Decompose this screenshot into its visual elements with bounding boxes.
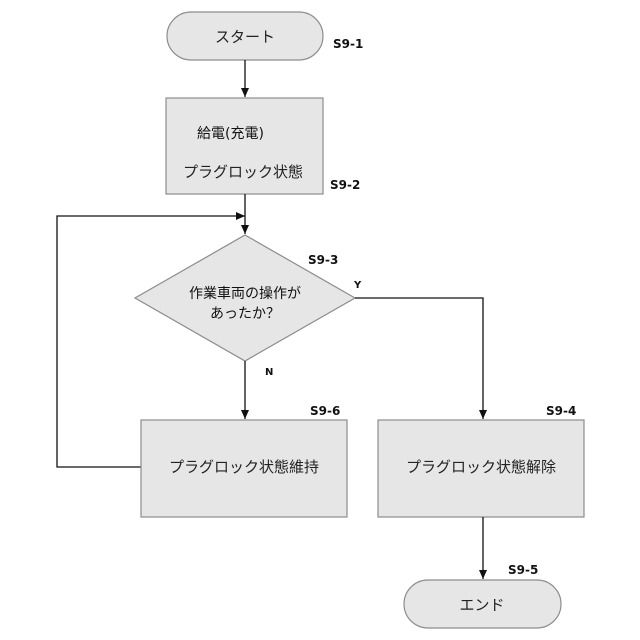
start-node: スタート xyxy=(167,12,323,60)
branch-label-no: N xyxy=(265,367,273,378)
step-label-s9-1: S9-1 xyxy=(333,37,363,51)
supply-label-line2: プラグロック状態 xyxy=(183,163,303,181)
end-node: エンド xyxy=(404,580,561,628)
start-label: スタート xyxy=(215,28,275,46)
release-node: プラグロック状態解除 xyxy=(378,420,584,517)
arrow-decision-to-release xyxy=(355,298,483,419)
supply-node: 給電(充電) プラグロック状態 xyxy=(166,98,323,194)
step-label-s9-5: S9-5 xyxy=(508,563,538,577)
release-label: プラグロック状態解除 xyxy=(406,458,556,476)
step-label-s9-2: S9-2 xyxy=(330,178,360,192)
end-label: エンド xyxy=(459,596,504,614)
branch-label-yes: Y xyxy=(353,280,362,291)
maintain-node: プラグロック状態維持 xyxy=(141,420,347,517)
decision-label-line1: 作業車両の操作が xyxy=(189,285,301,302)
step-label-s9-3: S9-3 xyxy=(308,253,338,267)
supply-label-line1: 給電(充電) xyxy=(197,126,264,142)
decision-label-line2: あったか？ xyxy=(210,306,280,322)
step-label-s9-6: S9-6 xyxy=(310,404,340,418)
step-label-s9-4: S9-4 xyxy=(546,404,576,418)
maintain-label: プラグロック状態維持 xyxy=(169,458,319,476)
